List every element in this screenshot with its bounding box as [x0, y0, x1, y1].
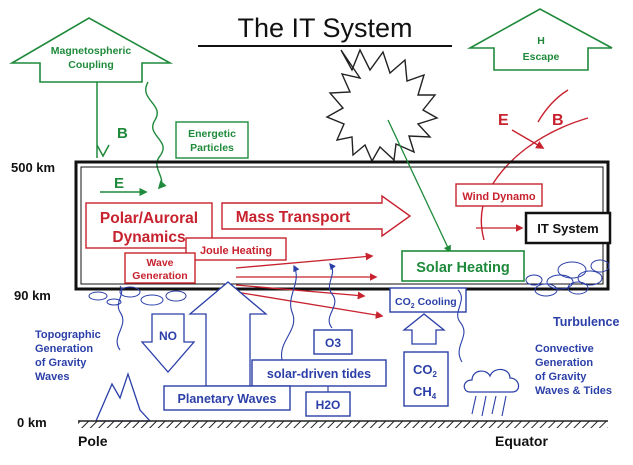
sun-icon	[325, 48, 439, 163]
co2-label: CO2	[413, 362, 438, 379]
planetary-waves-box	[163, 385, 291, 411]
h-label: H	[537, 35, 545, 47]
solar-tides-box	[251, 359, 387, 387]
it-system-box	[524, 211, 612, 245]
altitude-0km: 0 km	[17, 415, 47, 430]
pole-label: Pole	[78, 433, 108, 449]
wave-label: Wave	[146, 257, 173, 269]
topographic-label: Topographic	[35, 329, 101, 341]
wave-generation-box	[124, 252, 196, 284]
altitude-90km: 90 km	[14, 288, 51, 303]
altitude-500km: 500 km	[11, 160, 55, 175]
mass-transport-arrow	[221, 194, 412, 238]
e-field-label-red: E	[498, 112, 509, 129]
convective-label: Convective	[535, 343, 594, 355]
energetic-particles-box	[175, 121, 249, 159]
left-swirls	[88, 286, 187, 306]
planetary-waves-arrow	[188, 281, 268, 387]
turbulence-swirls	[525, 259, 610, 297]
no-label: NO	[159, 329, 177, 343]
equator-label: Equator	[495, 433, 548, 449]
escape-label: Escape	[523, 51, 560, 63]
topographic-wave-line	[116, 285, 124, 351]
red-arrow-1	[235, 252, 374, 269]
o3-box	[313, 329, 353, 355]
sun-to-heating-arrow	[387, 119, 451, 254]
ground-hatch	[78, 421, 608, 428]
co2-cooling-label: CO2 Cooling	[395, 296, 457, 310]
solar-heating-box	[401, 250, 525, 282]
e-field-label-green: E	[114, 175, 124, 192]
co2-up-arrow	[402, 313, 446, 345]
convective-wave-line	[457, 289, 465, 363]
mass-transport-label: Mass Transport	[236, 209, 351, 226]
storm-cloud-icon	[463, 368, 520, 393]
ch4-label: CH4	[413, 384, 437, 401]
solar-heating-label: Solar Heating	[416, 260, 509, 276]
red-arrow-3	[235, 284, 366, 300]
red-e-arrow	[511, 129, 545, 149]
red-field-curve-top	[537, 89, 569, 123]
conv-waves-tides-label: Waves & Tides	[535, 385, 612, 397]
conv-of-gravity-label: of Gravity	[535, 371, 587, 383]
b-field-arrowhead	[96, 144, 110, 158]
mountain-icon	[95, 371, 152, 422]
o3-wave-line	[328, 262, 336, 329]
energetic-particles-path	[145, 81, 167, 190]
magnetospheric-label: Magnetospheric	[51, 45, 132, 57]
tides-wave-line	[281, 264, 300, 361]
topo-of-gravity-label: of Gravity	[35, 357, 87, 369]
co2-cooling-box	[389, 287, 467, 313]
particles-label: Particles	[190, 142, 234, 154]
h2o-label: H2O	[316, 398, 341, 412]
dynamics-label: Dynamics	[112, 229, 185, 246]
magnetospheric-coupling-arrow	[9, 17, 174, 83]
joule-heating-label: Joule Heating	[200, 245, 272, 257]
coupling-label: Coupling	[68, 59, 114, 71]
topo-waves-label: Waves	[35, 371, 69, 383]
wind-dynamo-box	[455, 183, 543, 207]
diagram-title: The IT System	[237, 13, 412, 43]
red-arrow-4	[235, 291, 384, 319]
it-system-label: IT System	[537, 221, 598, 236]
rain-lines	[471, 395, 507, 417]
b-field-label: B	[117, 125, 128, 142]
generation-label: Generation	[132, 270, 187, 282]
b-field-label-red: B	[552, 112, 564, 129]
o3-label: O3	[325, 336, 341, 350]
planetary-waves-label: Planetary Waves	[178, 392, 277, 406]
energetic-label: Energetic	[188, 128, 236, 140]
turbulence-label: Turbulence	[553, 315, 619, 329]
h-escape-arrow	[466, 8, 613, 71]
conv-generation-label: Generation	[535, 357, 593, 369]
topo-generation-label: Generation	[35, 343, 93, 355]
polar-auroral-label: Polar/Auroral	[100, 210, 198, 227]
solar-tides-label: solar-driven tides	[267, 367, 371, 381]
no-down-arrow	[140, 313, 196, 373]
co2-ch4-box	[403, 351, 449, 407]
joule-heating-box	[185, 237, 287, 261]
wind-dynamo-label: Wind Dynamo	[462, 191, 536, 203]
